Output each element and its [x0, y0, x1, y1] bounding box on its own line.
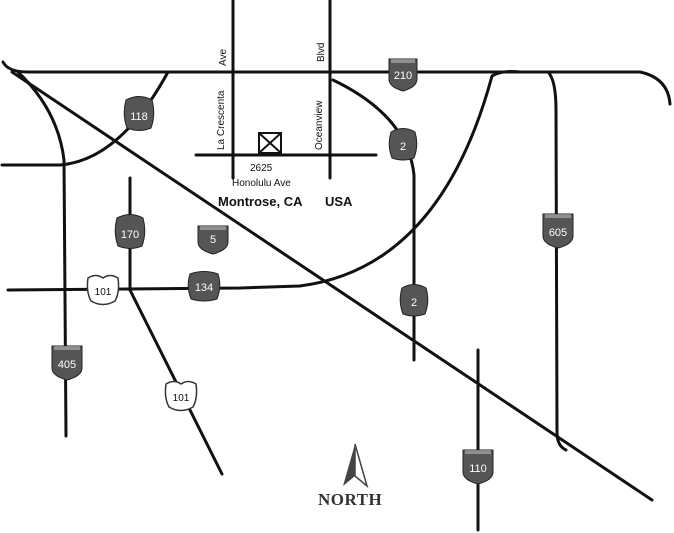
interstate-shield-605: 605: [542, 213, 574, 249]
boxed-x-marker-icon: [258, 132, 282, 154]
shield-110-label: 110: [469, 463, 487, 475]
interstate-shield-110: 110: [462, 449, 494, 485]
road-605: [546, 70, 568, 452]
road-5: [10, 70, 654, 502]
road-118: [0, 70, 170, 167]
shield-2-north-label: 2: [400, 141, 406, 153]
road-134: [6, 70, 522, 292]
shield-170-label: 170: [121, 229, 139, 241]
shield-5-label: 5: [210, 234, 216, 246]
us-shield-101-south: 101: [164, 380, 198, 412]
shield-134-label: 134: [195, 282, 213, 294]
shield-101-west-label: 101: [95, 287, 112, 298]
state-shield-118: 118: [123, 96, 155, 131]
road-2: [331, 78, 416, 362]
city-label: Montrose, CA: [218, 194, 303, 209]
shield-101-south-label: 101: [173, 393, 190, 404]
state-shield-170: 170: [114, 214, 146, 249]
shield-118-label: 118: [130, 111, 148, 123]
address-number-label: 2625: [250, 163, 273, 174]
blvd-label: Blvd: [316, 43, 327, 62]
oceanview-label: Oceanview: [314, 100, 325, 150]
north-label: NORTH: [318, 490, 382, 509]
shield-605-label: 605: [549, 227, 567, 239]
interstate-shield-210: 210: [388, 58, 418, 92]
country-label: USA: [325, 194, 353, 209]
ave-label: Ave: [218, 49, 229, 66]
shield-210-label: 210: [394, 70, 412, 82]
honolulu-ave-label: Honolulu Ave: [232, 178, 291, 189]
la-crescenta-label: La Crescenta: [216, 90, 227, 150]
state-shield-134: 134: [187, 271, 221, 302]
interstate-shield-405: 405: [51, 345, 83, 381]
shield-2-south-label: 2: [411, 297, 417, 309]
shield-405-label: 405: [58, 359, 76, 371]
interstate-shield-5: 5: [197, 225, 229, 255]
north-arrow-icon: [343, 443, 369, 489]
us-shield-101-west: 101: [86, 274, 120, 306]
state-shield-2-north: 2: [388, 128, 418, 161]
road-405: [16, 70, 68, 438]
state-shield-2-south: 2: [399, 284, 429, 317]
road-210: [1, 60, 672, 106]
